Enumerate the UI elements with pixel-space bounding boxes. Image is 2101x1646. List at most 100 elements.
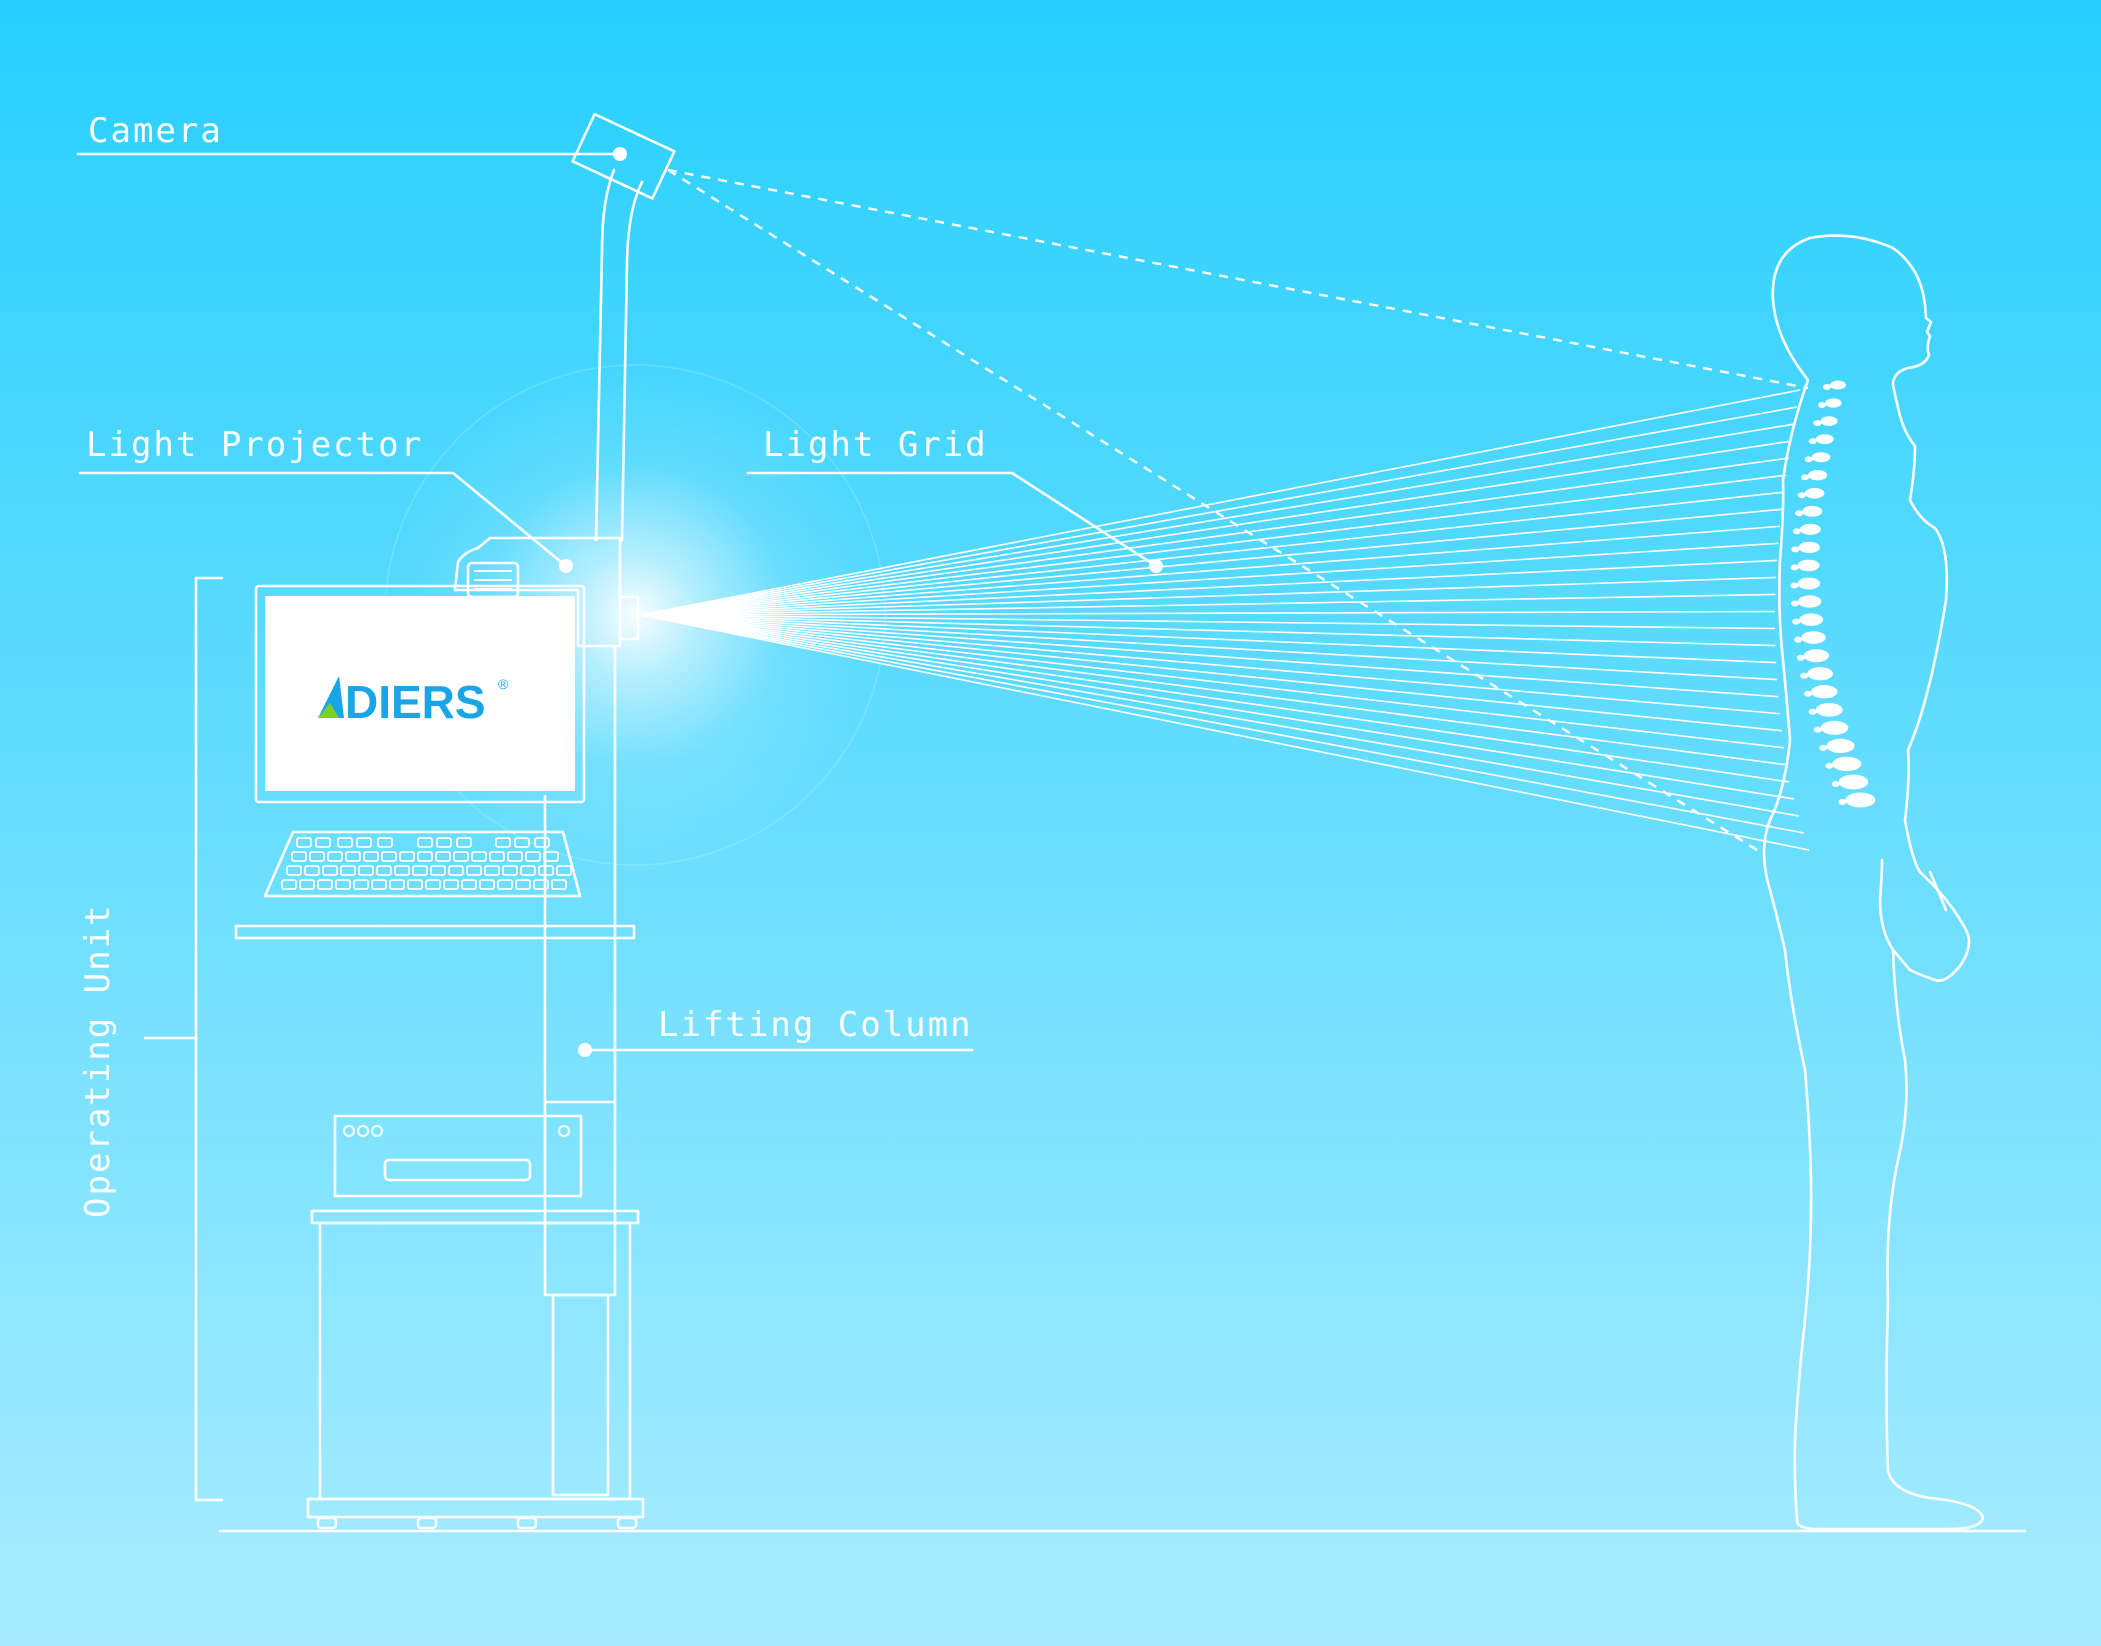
vertebra xyxy=(1799,613,1824,626)
keyboard-key xyxy=(466,865,482,876)
keyboard-key xyxy=(556,865,572,876)
light-ray xyxy=(639,614,1799,817)
vertebra xyxy=(1797,559,1820,572)
vertebra-process xyxy=(1808,708,1817,715)
keyboard-key xyxy=(497,879,513,890)
light-ray xyxy=(639,457,1789,616)
light-grid-rays xyxy=(639,389,1810,851)
keyboard-key xyxy=(471,851,487,862)
vertebra-process xyxy=(1794,636,1803,643)
camera-arm xyxy=(594,168,644,542)
camera-unit xyxy=(571,112,676,542)
light-ray xyxy=(639,389,1801,616)
label-light-projector: Light Projector xyxy=(86,425,423,465)
vertebra-process xyxy=(1838,799,1847,805)
light-ray xyxy=(639,576,1777,616)
operating-unit-bracket xyxy=(143,576,224,1502)
keyboard-key xyxy=(309,851,325,862)
camera-view-lines xyxy=(667,168,1809,857)
monitor-screen xyxy=(265,596,575,791)
pc-box xyxy=(333,1114,583,1198)
monitor: DIERS ® xyxy=(254,584,586,804)
light-ray xyxy=(639,440,1792,616)
light-ray xyxy=(639,559,1778,616)
vertebra-process xyxy=(1791,546,1800,553)
keyboard-key xyxy=(296,837,312,848)
light-ray xyxy=(639,614,1784,749)
keyboard-key xyxy=(448,865,464,876)
keyboard-key xyxy=(435,851,451,862)
keyboard-key xyxy=(436,837,452,848)
keyboard-key xyxy=(376,865,392,876)
keyboard-key xyxy=(345,851,361,862)
keyboard-key xyxy=(353,879,369,890)
keyboard-key xyxy=(412,865,428,876)
keyboard-key xyxy=(299,879,315,890)
keyboard-key xyxy=(514,837,530,848)
logo-text: DIERS xyxy=(345,676,486,728)
keyboard-key xyxy=(356,837,372,848)
keyboard-key xyxy=(335,879,351,890)
vertebra xyxy=(1802,505,1823,517)
light-ray xyxy=(639,614,1776,630)
light-grid-dot xyxy=(1149,559,1163,573)
light-ray xyxy=(639,614,1790,783)
vertebra-process xyxy=(1800,672,1809,679)
keyboard-key xyxy=(327,851,343,862)
human-silhouette xyxy=(1762,234,1985,1531)
vertebra-process xyxy=(1818,402,1827,408)
light-ray xyxy=(639,614,1776,647)
keyboard-key xyxy=(453,851,469,862)
vertebra-process xyxy=(1808,438,1817,445)
keyboard-key xyxy=(337,837,353,848)
keyboard-key xyxy=(304,865,320,876)
vertebra-process xyxy=(1790,564,1799,571)
keyboard-key xyxy=(417,837,433,848)
vertebra-process xyxy=(1791,600,1799,607)
lifting-column-dot xyxy=(578,1043,592,1057)
vertebra xyxy=(1803,649,1829,663)
vertebra xyxy=(1820,416,1838,426)
vertebra xyxy=(1797,577,1821,590)
vertebra xyxy=(1815,434,1834,444)
keyboard-key xyxy=(407,879,423,890)
vertebra xyxy=(1845,792,1876,808)
vertebra xyxy=(1811,685,1838,699)
keyboard-key xyxy=(371,879,387,890)
light-ray xyxy=(639,614,1787,766)
vertebra-process xyxy=(1813,420,1822,427)
vertebra xyxy=(1830,380,1846,390)
vertebra-process xyxy=(1797,492,1806,499)
keyboard-key xyxy=(461,879,477,890)
keyboard-shelf xyxy=(234,924,636,940)
keyboard-key xyxy=(479,879,495,890)
keyboard-key xyxy=(502,865,518,876)
light-ray xyxy=(639,614,1782,732)
vertebra xyxy=(1825,398,1842,408)
keyboard-key xyxy=(286,865,302,876)
label-camera: Camera xyxy=(88,111,223,151)
vertebra-process xyxy=(1792,528,1801,535)
vertebra-process xyxy=(1796,654,1805,661)
body-outline xyxy=(1762,234,1985,1531)
projector-housing xyxy=(453,536,622,648)
keyboard-key xyxy=(322,865,338,876)
vertebra-process xyxy=(1804,690,1813,697)
keyboard-key xyxy=(291,851,307,862)
arm-outline xyxy=(1878,858,1895,952)
label-light-grid: Light Grid xyxy=(763,425,988,465)
wheels xyxy=(316,1516,638,1530)
keyboard-key xyxy=(515,879,531,890)
light-ray xyxy=(639,614,1780,715)
keyboard-key xyxy=(489,851,505,862)
vertebra-process xyxy=(1804,456,1813,463)
keyboard-key xyxy=(520,865,536,876)
lower-cabinet xyxy=(306,1114,645,1530)
label-operating-unit: Operating Unit xyxy=(78,903,118,1218)
diers-logo: DIERS ® xyxy=(318,676,509,728)
keyboard-key xyxy=(443,879,459,890)
vertebra-process xyxy=(1801,474,1809,481)
keyboard-key xyxy=(525,851,541,862)
light-ray xyxy=(639,593,1776,616)
